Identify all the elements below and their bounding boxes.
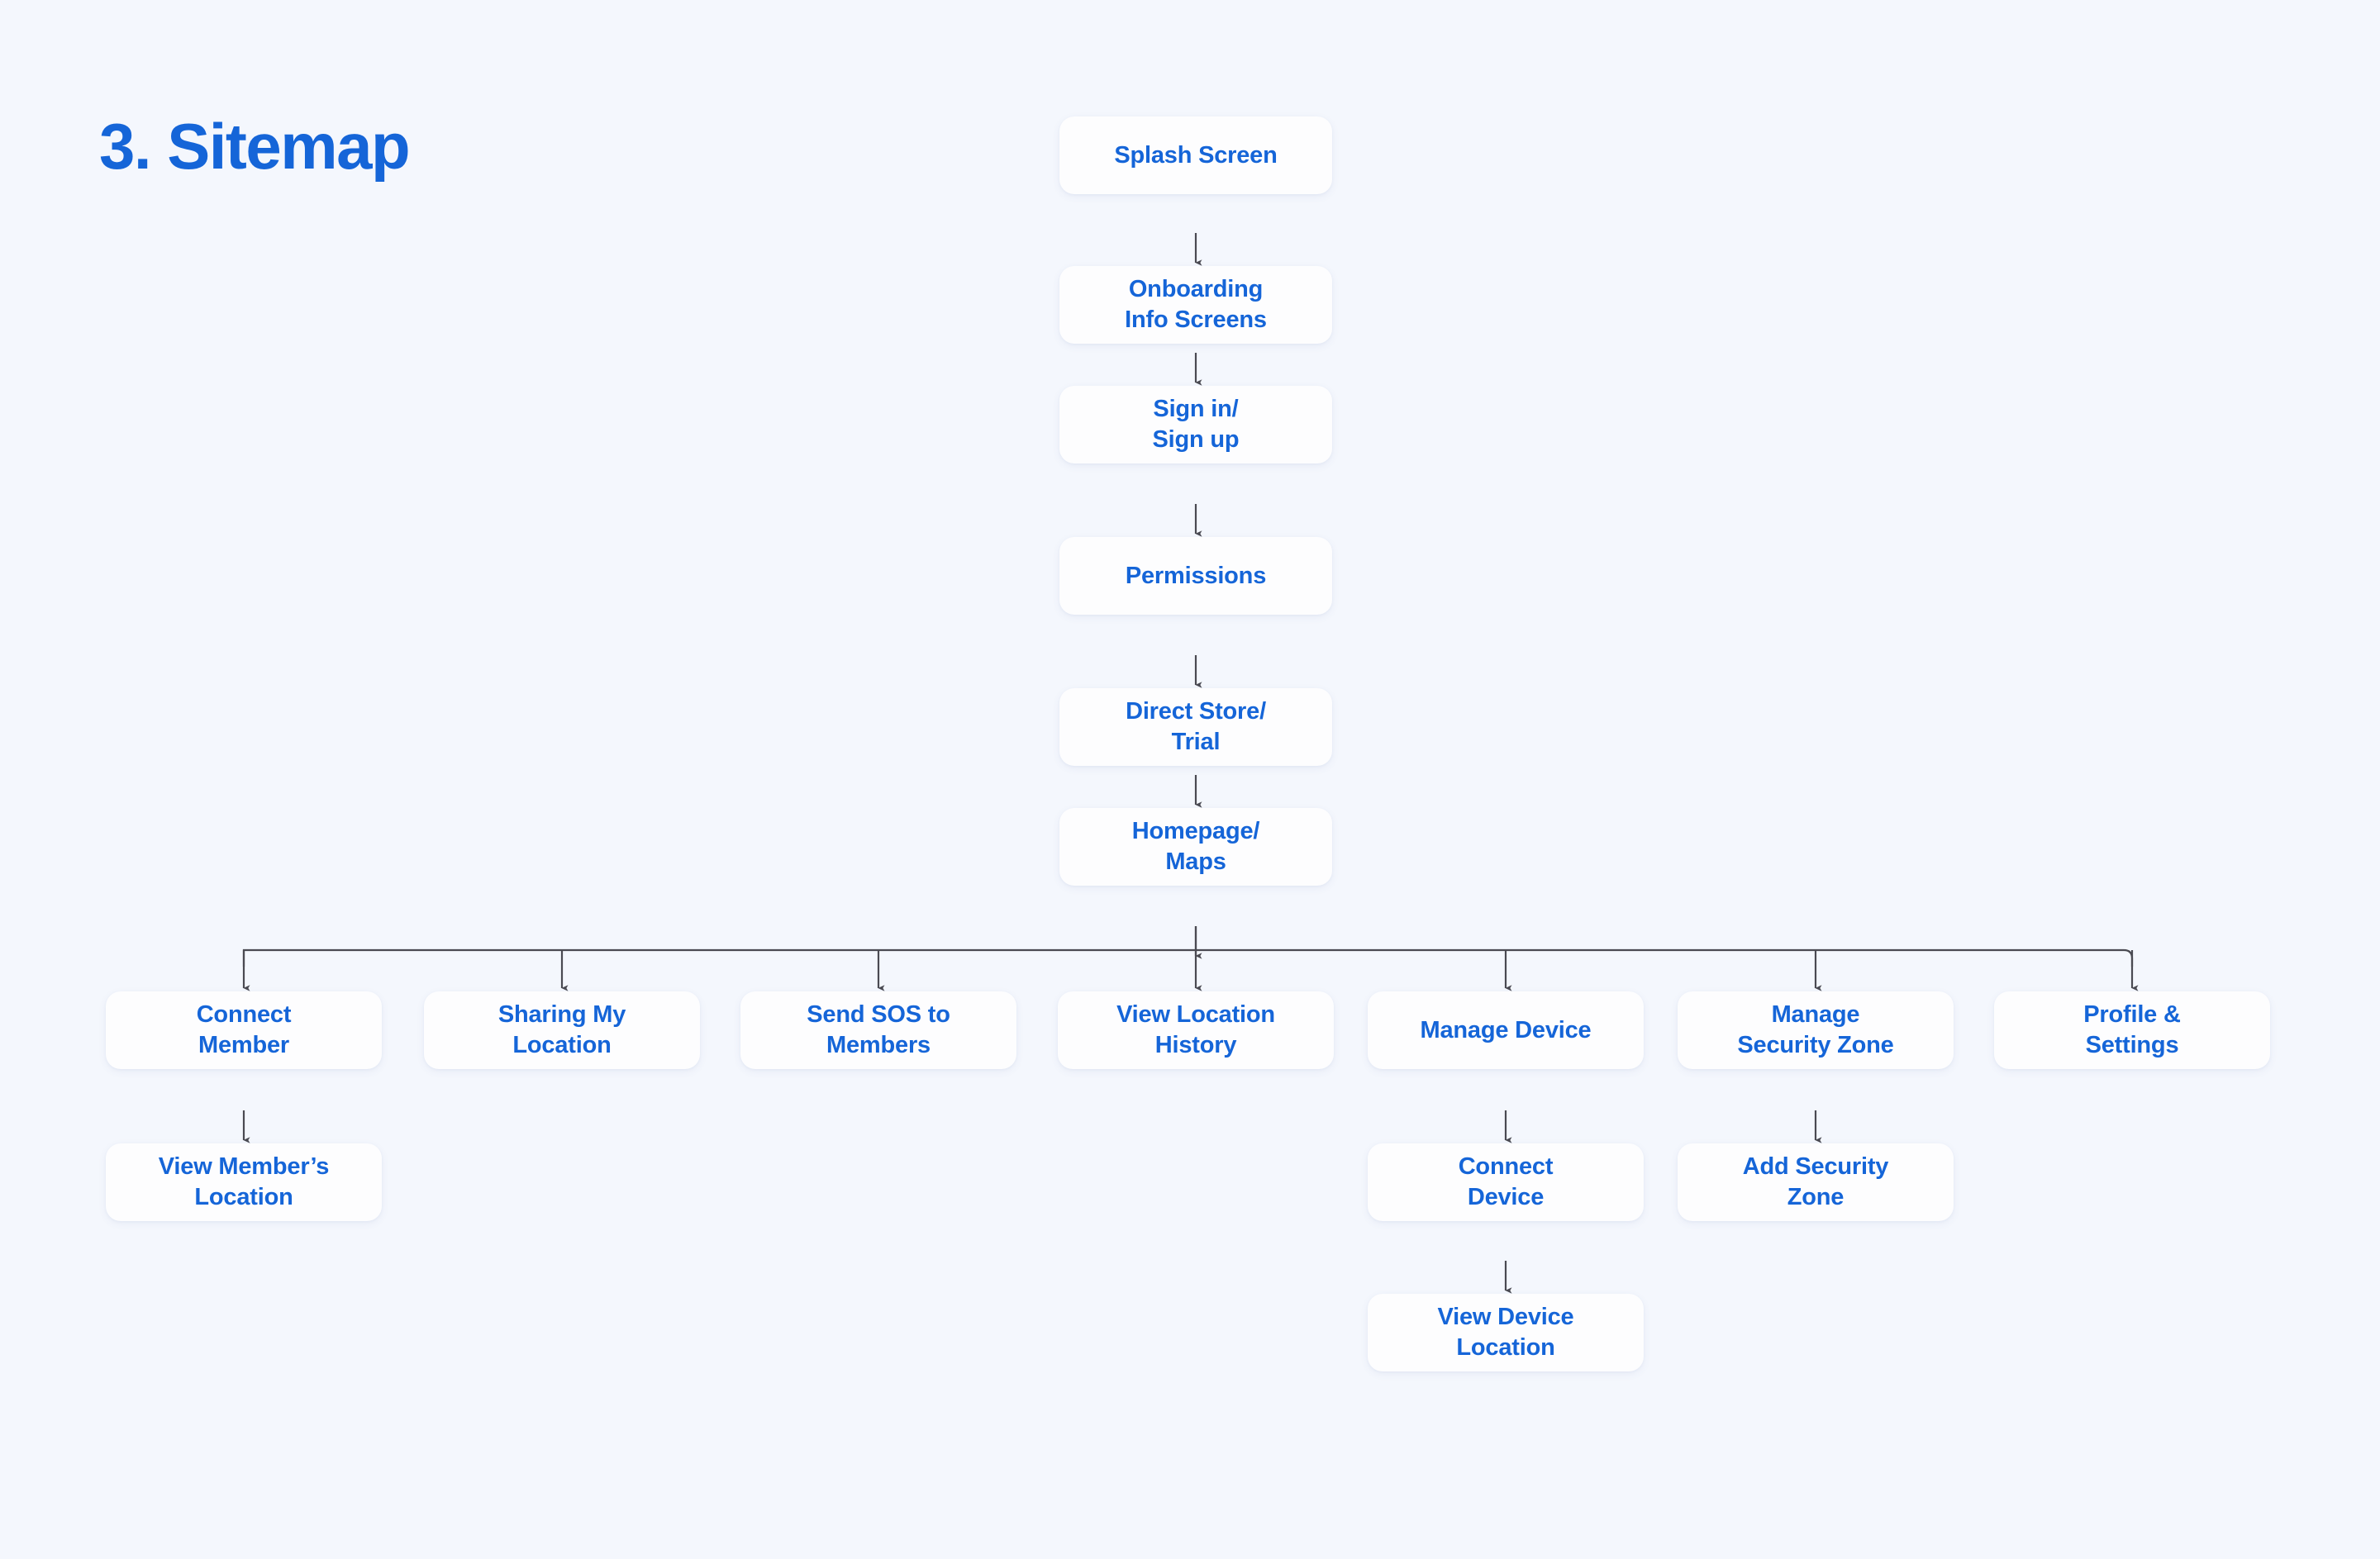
node-label: Homepage/ Maps	[1131, 818, 1260, 875]
node-onboarding-info-screens[interactable]: Onboarding Info Screens	[1059, 266, 1332, 344]
node-view-members-location[interactable]: View Member’s Location	[106, 1143, 382, 1221]
node-direct-store-trial[interactable]: Direct Store/ Trial	[1059, 688, 1332, 766]
node-label: Send SOS to Members	[807, 1001, 950, 1058]
node-sharing-my-location[interactable]: Sharing My Location	[424, 991, 700, 1069]
node-manage-security-zone[interactable]: Manage Security Zone	[1678, 991, 1954, 1069]
node-label: Splash Screen	[1114, 141, 1278, 169]
node-add-security-zone[interactable]: Add Security Zone	[1678, 1143, 1954, 1221]
node-view-device-location[interactable]: View Device Location	[1368, 1294, 1644, 1371]
node-sign-in-sign-up[interactable]: Sign in/ Sign up	[1059, 386, 1332, 463]
node-label: View Location History	[1116, 1001, 1275, 1058]
node-label: Connect Device	[1458, 1153, 1554, 1210]
page-title: 3. Sitemap	[99, 110, 411, 183]
node-label: Connect Member	[196, 1001, 292, 1058]
node-label: Direct Store/ Trial	[1126, 698, 1266, 755]
node-permissions[interactable]: Permissions	[1059, 537, 1332, 615]
node-label: Sharing My Location	[497, 1001, 626, 1058]
node-splash-screen[interactable]: Splash Screen	[1059, 116, 1332, 194]
node-send-sos-to-members[interactable]: Send SOS to Members	[740, 991, 1016, 1069]
node-label: Profile & Settings	[2083, 1001, 2181, 1058]
node-manage-device[interactable]: Manage Device	[1368, 991, 1644, 1069]
node-label: Manage Device	[1420, 1016, 1592, 1043]
node-profile-and-settings[interactable]: Profile & Settings	[1994, 991, 2270, 1069]
node-label: Add Security Zone	[1742, 1153, 1889, 1210]
node-label: View Device Location	[1437, 1304, 1574, 1361]
node-label: Permissions	[1125, 562, 1267, 589]
node-label: Onboarding Info Screens	[1125, 276, 1267, 333]
node-view-location-history[interactable]: View Location History	[1058, 991, 1334, 1069]
node-connect-member[interactable]: Connect Member	[106, 991, 382, 1069]
node-label: Sign in/ Sign up	[1152, 396, 1240, 453]
node-connect-device[interactable]: Connect Device	[1368, 1143, 1644, 1221]
node-label: Manage Security Zone	[1737, 1001, 1894, 1058]
node-homepage-maps[interactable]: Homepage/ Maps	[1059, 808, 1332, 886]
node-label: View Member’s Location	[158, 1153, 330, 1210]
